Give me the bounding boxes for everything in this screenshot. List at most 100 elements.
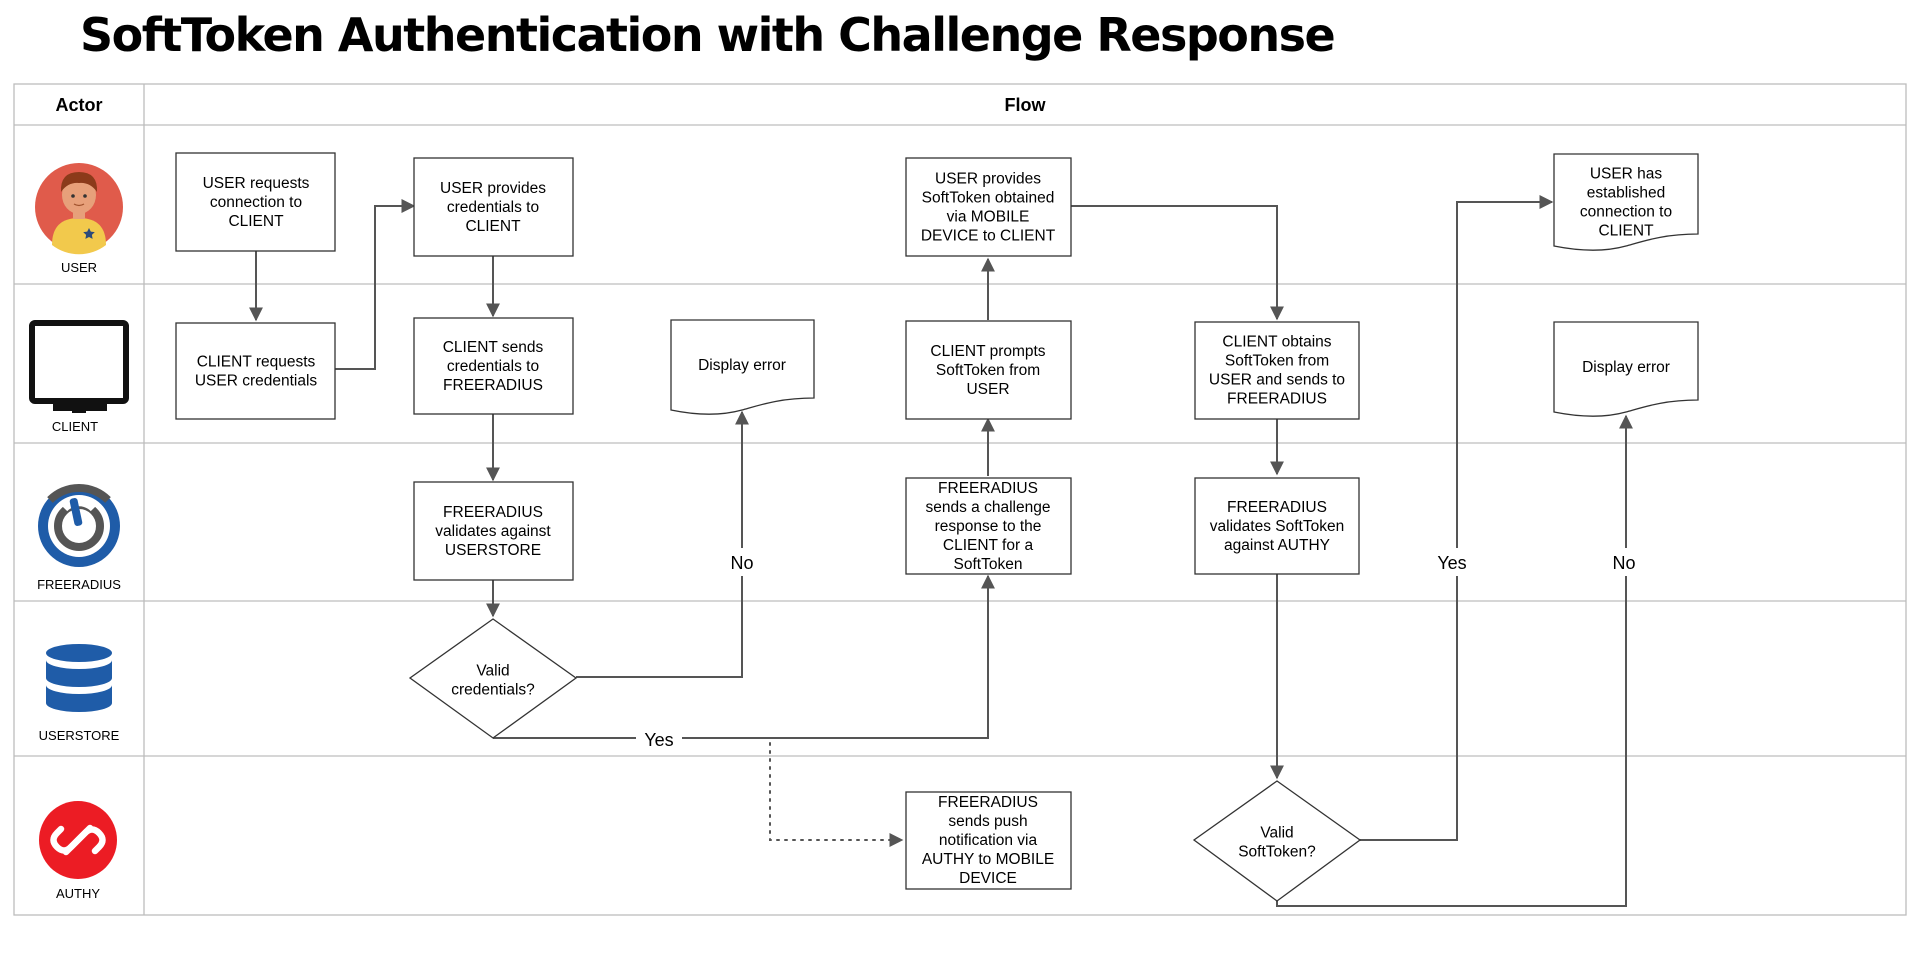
edge-label-no-credentials: No [730,553,753,573]
node-user-requests: USER requests connection to CLIENT [175,152,336,252]
node-display-error-1: Display error [670,319,815,415]
node-text-line: response to the [935,518,1042,535]
actor-column-header: Actor [55,95,102,115]
node-text-line: connection to [1580,204,1672,221]
node-freeradius-challenge: FREERADIUS sends a challenge response to t… [905,477,1072,575]
node-text-line: CLIENT prompts [930,343,1045,360]
node-text-line: validates SoftToken [1210,518,1344,535]
node-text-line: Display error [698,357,786,374]
node-text-line: DEVICE to CLIENT [921,228,1056,245]
edge-user-provides-token-to-client-obtains [1071,205,1284,321]
node-text-line: Valid [1260,825,1293,842]
node-text-line: FREERADIUS [1227,391,1327,408]
freeradius-logo-icon [38,484,120,567]
actor-label-freeradius: FREERADIUS [37,577,121,592]
monitor-icon [29,320,129,413]
edge-valid-credentials-no-to-display-error [576,410,749,678]
user-avatar-icon [35,163,123,255]
node-text-line: USER [966,381,1009,398]
actor-label-userstore: USERSTORE [39,728,120,743]
node-text-line: credentials to [447,358,539,375]
node-text-line: CLIENT [1598,223,1654,240]
node-text-line: FREERADIUS [938,480,1038,497]
actor-label-authy: AUTHY [56,886,100,901]
node-text-line: credentials? [451,682,535,699]
svg-text:Display error: Display error [1582,359,1670,376]
edge-valid-credentials-yes-to-challenge [493,574,995,739]
node-text-line: SoftToken [954,556,1023,573]
node-text-line: FREERADIUS [1227,499,1327,516]
node-text-line: CLIENT sends [443,339,544,356]
svg-text:Display error: Display error [698,357,786,374]
edge-label-yes-softtoken: Yes [1437,553,1466,573]
node-text-line: FREERADIUS [443,504,543,521]
node-display-error-2: Display error [1553,321,1699,417]
connectors [249,195,1633,907]
node-text-line: FREERADIUS [938,794,1038,811]
node-text-line: USER has [1590,166,1663,183]
node-text-line: CLIENT [465,218,521,235]
node-text-line: CLIENT obtains [1222,334,1331,351]
node-text-line: DEVICE [959,870,1017,887]
swimlane-table [13,83,1907,916]
edge-label-yes-credentials: Yes [644,730,673,750]
node-text-line: USER requests [203,175,310,192]
database-icon [46,644,112,712]
node-text-line: Display error [1582,359,1670,376]
edge-yes-to-push-notification [769,742,904,847]
node-text-line: AUTHY to MOBILE [922,851,1054,868]
node-text-line: established [1587,185,1665,202]
node-text-line: connection to [210,194,302,211]
node-text-line: validates against [435,523,551,540]
edge-valid-softtoken-no-to-display-error [1276,414,1633,907]
node-valid-credentials: Valid credentials? [408,618,578,739]
authy-logo-icon [39,801,117,879]
node-text-line: sends a challenge [926,499,1051,516]
node-text-line: SoftToken? [1238,844,1316,861]
flow-column-header: Flow [1005,95,1047,115]
page-title: SoftToken Authentication with Challenge … [80,8,1336,62]
node-text-line: USER and sends to [1209,372,1345,389]
node-text-line: notification via [939,832,1038,849]
node-text-line: credentials to [447,199,539,216]
edge-label-no-softtoken: No [1612,553,1635,573]
node-text-line: SoftToken from [1225,353,1329,370]
node-text-line: against AUTHY [1224,537,1330,554]
node-text-line: SoftToken obtained [922,190,1055,207]
node-user-provides-credentials: USER provides credentials to CLIENT [413,157,574,257]
node-text-line: USER credentials [195,373,318,390]
node-text-line: USER provides [935,171,1041,188]
node-text-line: SoftToken from [936,362,1040,379]
node-text-line: USER provides [440,180,546,197]
node-freeradius-validates-softtoken: FREERADIUS validates SoftToken against AUT… [1194,477,1360,575]
node-text-line: CLIENT [228,213,284,230]
node-text-line: sends push [948,813,1027,830]
node-text-line: CLIENT for a [943,537,1034,554]
node-text-line: CLIENT requests [197,354,316,371]
node-user-established: USER has established connection to CLIENT [1553,153,1699,251]
node-text-line: Valid [476,663,509,680]
